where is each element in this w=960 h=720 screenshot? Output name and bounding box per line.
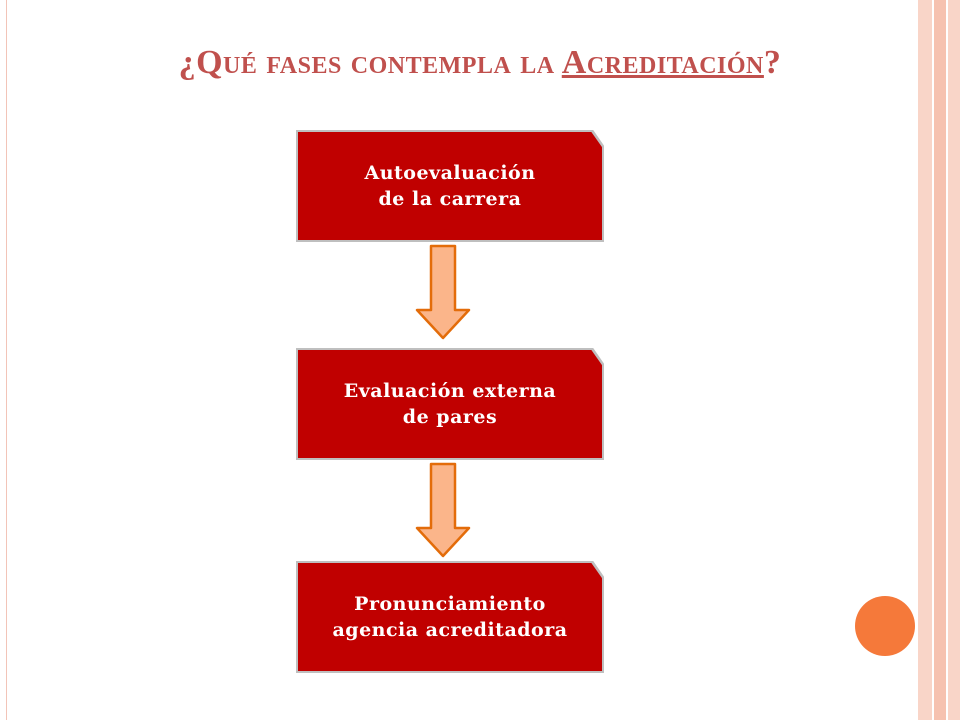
step-2-line-1: Evaluación externa (343, 380, 557, 402)
accent-circle (855, 596, 915, 656)
step-1-line-2: de la carrera (378, 188, 522, 210)
decorative-stripes (918, 0, 960, 720)
step-2-box: Evaluación externa de pares (298, 350, 602, 458)
step-3-box: Pronunciamiento agencia acreditadora (298, 563, 602, 671)
slide-title: ¿Qué fases contempla la Acreditación? (0, 44, 960, 82)
step-1-line-1: Autoevaluación (364, 162, 536, 184)
title-highlight: Acreditación (561, 44, 764, 81)
down-arrow-icon (415, 462, 471, 558)
slide-frame (6, 0, 919, 720)
step-2-line-2: de pares (402, 406, 498, 428)
step-3-line-1: Pronunciamiento (354, 593, 546, 615)
down-arrow-icon (415, 244, 471, 340)
step-3-line-2: agencia acreditadora (332, 619, 568, 641)
title-prefix: ¿Qué fases contempla la (178, 44, 562, 81)
step-1-box: Autoevaluación de la carrera (298, 132, 602, 240)
title-suffix: ? (763, 44, 782, 81)
